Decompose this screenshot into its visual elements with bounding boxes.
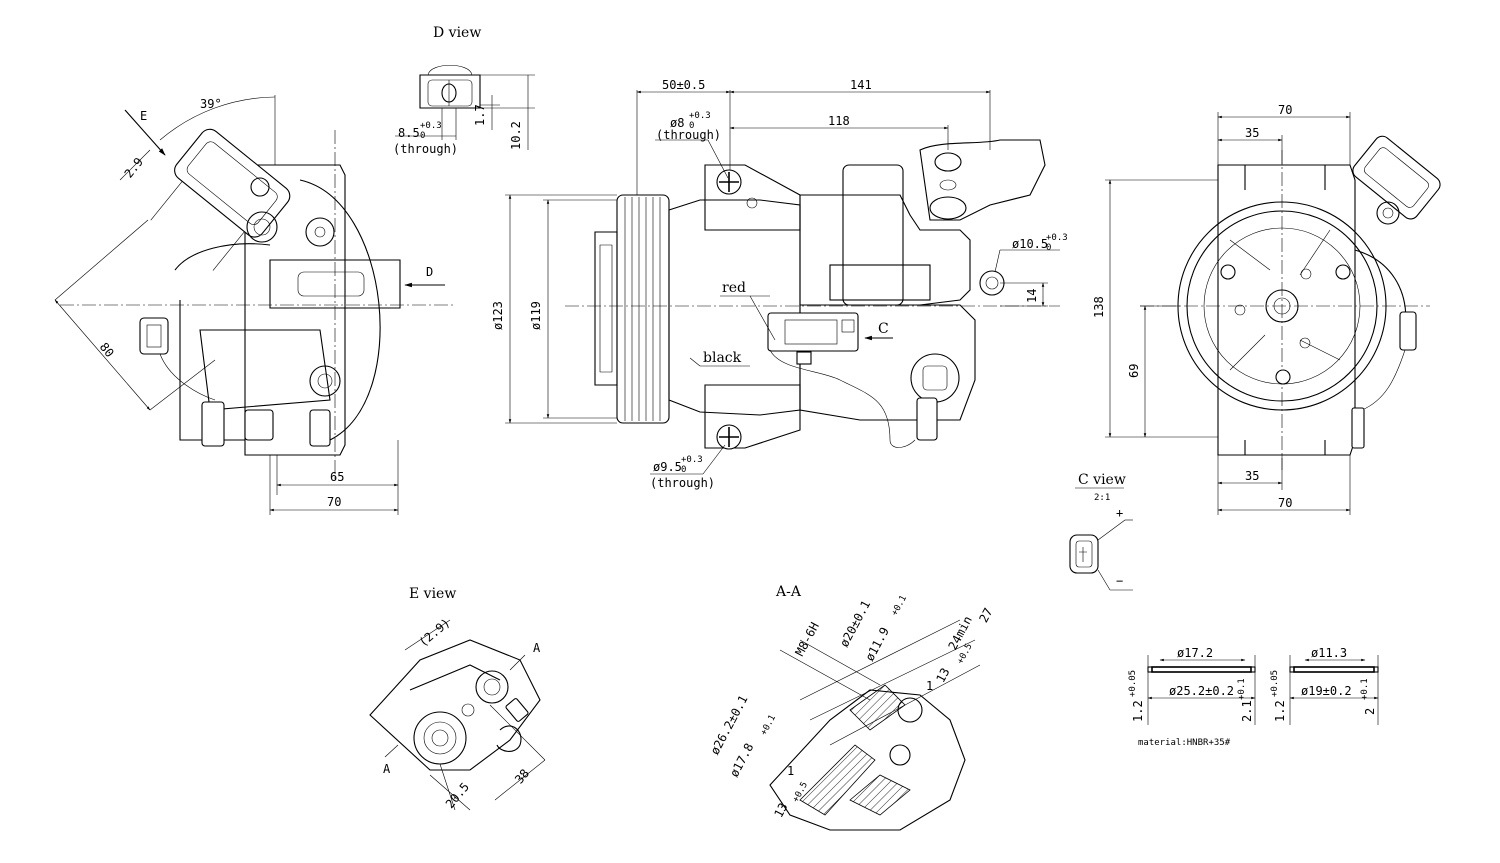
e-arrow-label: E <box>140 109 147 123</box>
d-arrow-label: D <box>426 265 433 279</box>
oring2-phi11-3: ø11.3 <box>1311 646 1347 660</box>
oring1-1-2: 1.2 <box>1131 700 1145 722</box>
material-note: material:HNBR+35# <box>1138 738 1231 748</box>
dim-phi9-5: ø9.5 <box>653 460 682 474</box>
c-view-minus: − <box>1116 574 1123 588</box>
angle-39: 39° <box>200 97 222 111</box>
dim-70: 70 <box>327 495 341 509</box>
e-view: E view A A (2.9) 20.5 38 <box>369 586 546 811</box>
e-view-a-bot: A <box>383 762 391 776</box>
dim-70-top: 70 <box>1278 103 1292 117</box>
oring2-1-2: 1.2 <box>1273 700 1287 722</box>
oring1-tol-01: +0.1 <box>1237 678 1247 700</box>
d-view-tol-lo: 0 <box>420 131 425 141</box>
d-view-1-7: 1.7 <box>473 104 487 126</box>
dim-phi10-5: ø10.5 <box>1012 237 1048 251</box>
c-view-title: C view <box>1078 472 1126 488</box>
a-a-27: 27 <box>976 606 995 625</box>
d-view-tol-up: +0.3 <box>420 121 442 131</box>
d-view-10-2: 10.2 <box>509 121 523 150</box>
dim-118: 118 <box>828 114 850 128</box>
oring2-2: 2 <box>1363 708 1377 715</box>
oring1-tol-005: +0.05 <box>1128 670 1138 697</box>
e-view-2-9: (2.9) <box>416 616 453 650</box>
dim-phi8-tol-lo: 0 <box>689 121 694 131</box>
e-view-20-5: 20.5 <box>443 780 472 811</box>
left-view: D E 39° 2.9 80 65 70 <box>54 95 455 515</box>
a-a-title: A-A <box>775 584 802 600</box>
e-view-title: E view <box>409 586 456 602</box>
d-view-8-5: 8.5 <box>398 126 420 140</box>
dim-phi8-tol-up: +0.3 <box>689 111 711 121</box>
dim-phi95-through: (through) <box>650 476 715 490</box>
dim-35-top: 35 <box>1245 126 1259 140</box>
d-view-title: D view <box>433 25 481 41</box>
dim-phi95-tol-lo: 0 <box>681 465 686 475</box>
dim-80: 80 <box>97 340 117 360</box>
right-view: 70 35 138 69 35 70 <box>1092 103 1441 515</box>
dim-phi8: ø8 <box>670 116 684 130</box>
e-view-a-top: A <box>533 641 541 655</box>
wire-red-label: red <box>722 280 746 296</box>
dim-141: 141 <box>850 78 872 92</box>
oring2-tol-005: +0.05 <box>1270 670 1280 697</box>
oring2-phi19: ø19±0.2 <box>1301 684 1352 698</box>
a-a-1b: 1 <box>787 764 794 778</box>
a-a-m8: M8-6H <box>793 620 822 658</box>
a-a-phi17-8: ø17.8 <box>727 741 756 779</box>
wire-black-label: black <box>703 350 742 366</box>
a-a-section: A-A M8-6H ø20±0.1 ø11.9 +0.1 24min 27 13… <box>708 584 996 831</box>
o-ring-details: ø17.2 ø25.2±0.2 1.2 +0.05 2.1 +0.1 ø11.3… <box>1128 646 1379 748</box>
dim-138: 138 <box>1092 296 1106 318</box>
a-a-tol-phi178: +0.1 <box>759 713 778 737</box>
dim-50: 50±0.5 <box>662 78 705 92</box>
dim-phi119: ø119 <box>529 301 543 330</box>
center-view: C red black 50±0.5 141 118 ø8 +0.3 0 (th… <box>491 78 1068 490</box>
c-view-scale: 2:1 <box>1094 493 1110 503</box>
a-a-1: 1 <box>926 679 933 693</box>
dim-35-bottom: 35 <box>1245 469 1259 483</box>
dim-phi8-through: (through) <box>656 128 721 142</box>
a-a-phi20: ø20±0.1 <box>837 598 873 649</box>
dim-69: 69 <box>1127 364 1141 378</box>
c-arrow-label: C <box>878 321 889 337</box>
a-a-phi11-9: ø11.9 <box>863 625 892 663</box>
a-a-13b: 13 <box>771 801 790 820</box>
c-view-plus: + <box>1116 506 1123 520</box>
oring1-2-1: 2.1 <box>1240 700 1254 722</box>
oring1-phi17-2: ø17.2 <box>1177 646 1213 660</box>
a-a-13a: 13 <box>933 666 952 685</box>
dim-2-9: 2.9 <box>122 155 147 181</box>
c-view: C view 2:1 + − <box>1069 472 1133 591</box>
dim-65: 65 <box>330 470 344 484</box>
dim-phi95-tol-up: +0.3 <box>681 455 703 465</box>
d-view-through: (through) <box>393 142 458 156</box>
dim-14: 14 <box>1025 289 1039 303</box>
d-view: D view 8.5 +0.3 0 (through) 1.7 10.2 <box>393 25 535 156</box>
dim-phi105-tol-up: +0.3 <box>1046 233 1068 243</box>
oring1-phi25-2: ø25.2±0.2 <box>1169 684 1234 698</box>
oring2-tol-01: +0.1 <box>1360 678 1370 700</box>
a-a-tol-phi119: +0.1 <box>890 594 909 618</box>
dim-phi123: ø123 <box>491 301 505 330</box>
e-view-38: 38 <box>512 766 532 786</box>
dim-phi105-tol-lo: 0 <box>1046 243 1051 253</box>
dim-70-bottom: 70 <box>1278 496 1292 510</box>
